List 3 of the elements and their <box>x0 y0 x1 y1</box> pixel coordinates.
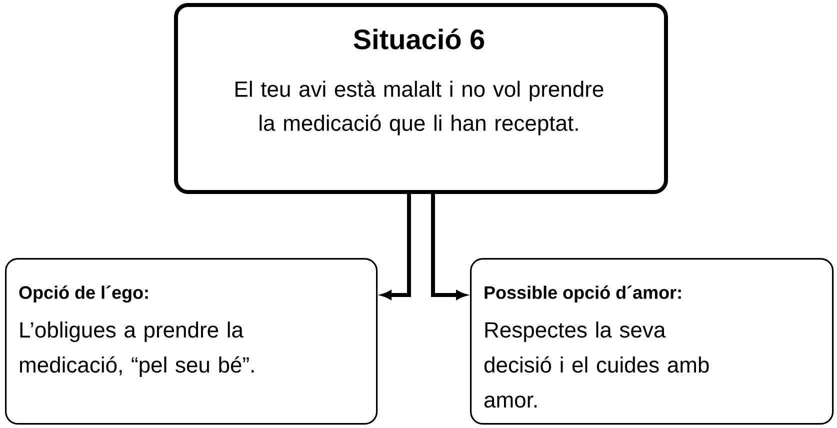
text-box: Situació 6 El teu avi està malalt i no vol prendre la medicació que li han receptat. <box>174 3 668 194</box>
text-box: Opció de l´ego: L’obligues a prendre la medicació, “pel seu bé”. <box>5 258 378 425</box>
text-box: Possible opció d´amor: Respectes la seva decisió i el cuides amb amor. <box>470 258 834 425</box>
